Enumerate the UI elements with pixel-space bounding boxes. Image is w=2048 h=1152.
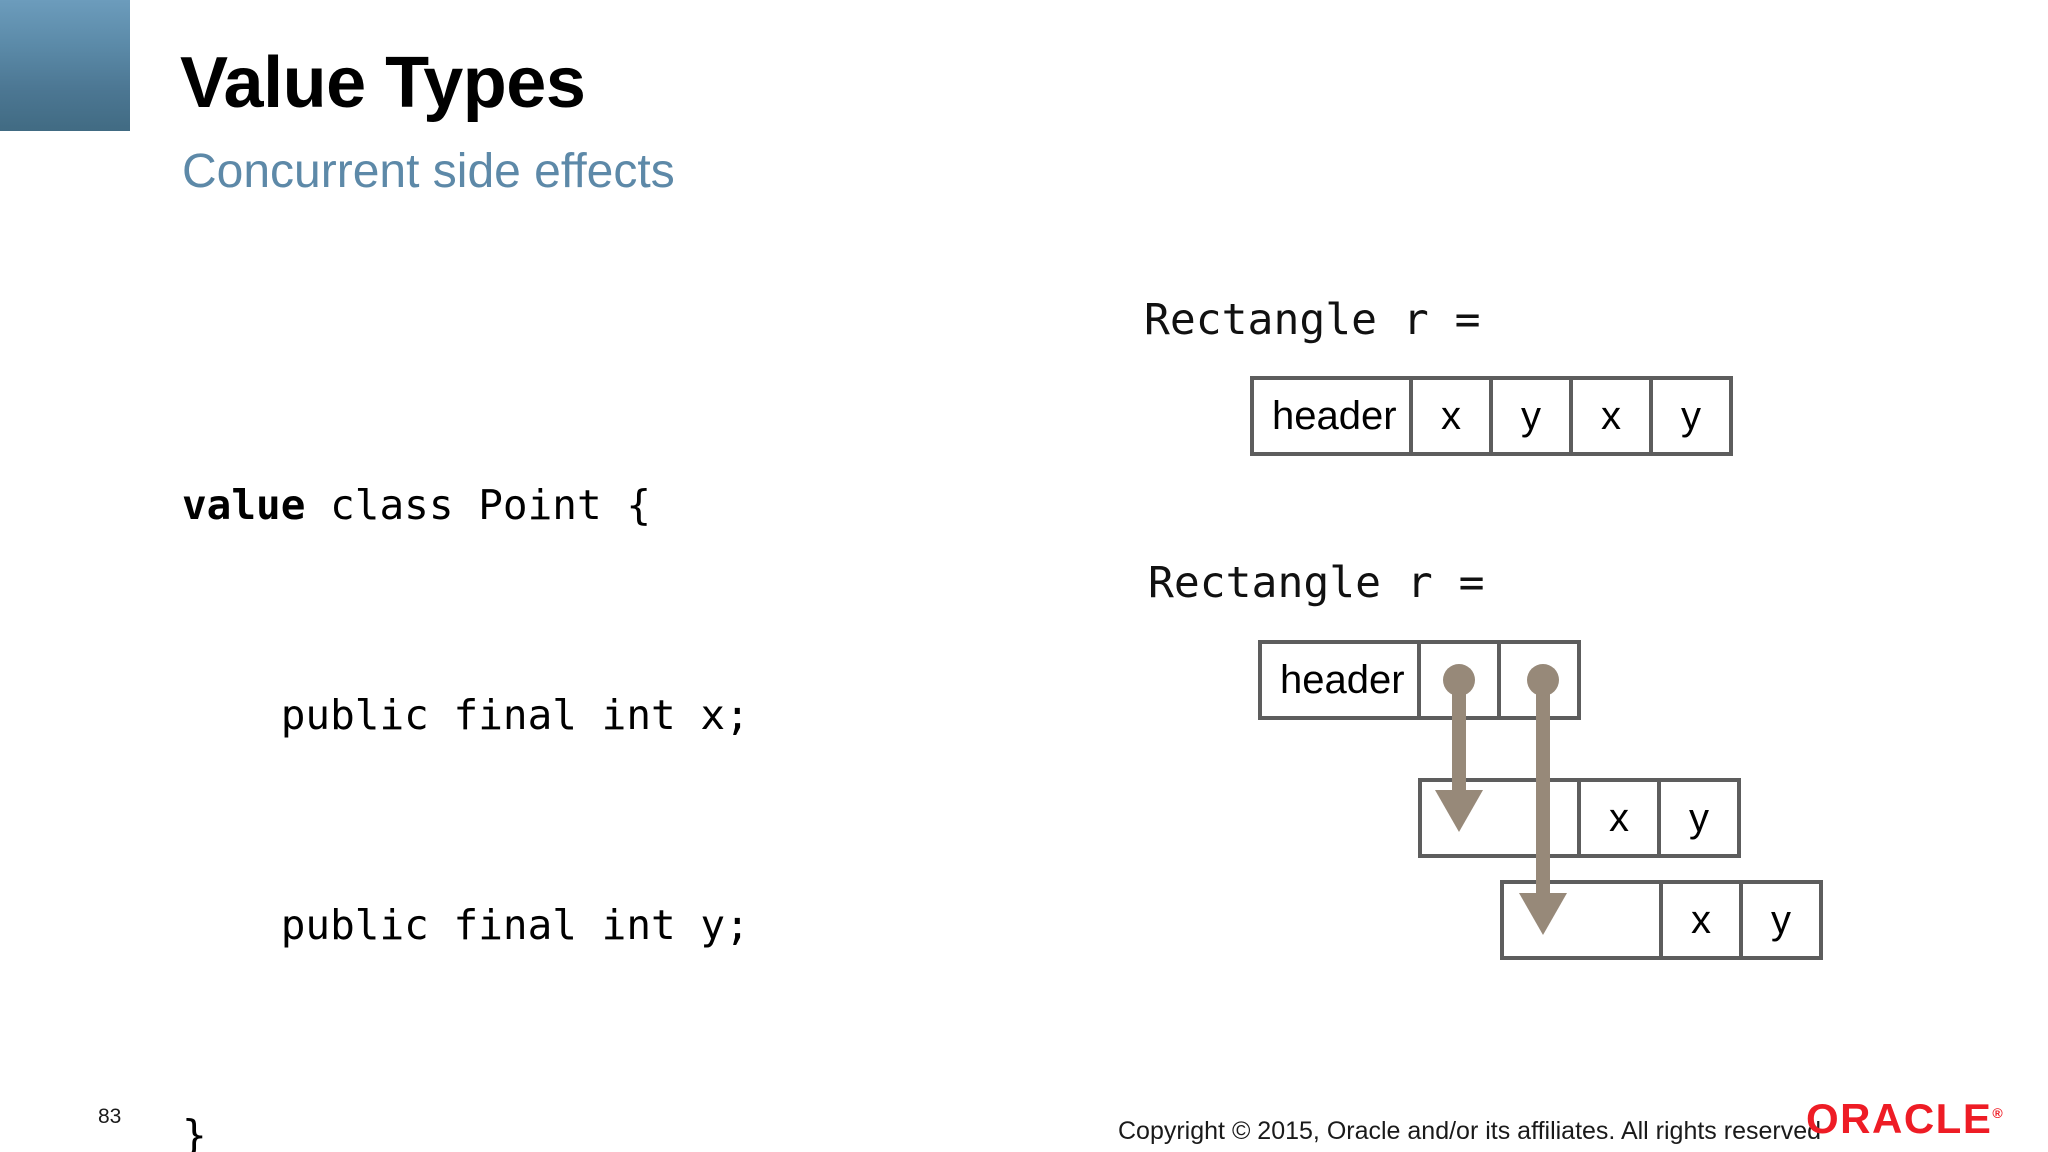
code-listing: value class Point { public final int x; … — [182, 330, 947, 1152]
memory-cell-header: header — [1250, 376, 1413, 456]
code-text: class Point { — [305, 481, 651, 529]
flattened-memory-row: header x y x y — [1250, 376, 1733, 456]
indirect-layout-label: Rectangle r = — [1148, 558, 1485, 608]
code-text: public final int x; — [182, 691, 750, 739]
memory-cell-x: x — [1659, 880, 1743, 960]
code-keyword: value — [182, 481, 306, 529]
memory-cell-y2: y — [1649, 376, 1733, 456]
memory-cell-y: y — [1657, 778, 1741, 858]
memory-cell-x2: x — [1569, 376, 1653, 456]
memory-cell-y1: y — [1489, 376, 1573, 456]
code-text: public final int y; — [182, 901, 750, 949]
memory-cell-pointer-corner1 — [1417, 640, 1501, 720]
pointer-arrow-corner2 — [1519, 664, 1567, 935]
page-number: 83 — [98, 1105, 122, 1128]
memory-cell-label: header — [1280, 657, 1405, 702]
code-line: public final int y; — [182, 890, 947, 960]
memory-cell-y: y — [1739, 880, 1823, 960]
memory-cell-object-header — [1418, 778, 1581, 858]
pointer-arrow-corner1 — [1435, 664, 1483, 832]
memory-cell-object-header — [1500, 880, 1663, 960]
page-title: Value Types — [180, 43, 586, 123]
code-line: public final int x; — [182, 680, 947, 750]
oracle-logo-text: ORACLE — [1806, 1095, 1993, 1142]
indirect-root-row: header — [1258, 640, 1581, 720]
memory-cell-x: x — [1577, 778, 1661, 858]
memory-cell-x1: x — [1409, 376, 1493, 456]
memory-cell-header: header — [1258, 640, 1421, 720]
page-subtitle: Concurrent side effects — [182, 145, 675, 198]
memory-cell-label: header — [1272, 393, 1397, 438]
registered-trademark-icon: ® — [1992, 1105, 2005, 1121]
code-line: } — [182, 1100, 947, 1152]
copyright-notice: Copyright © 2015, Oracle and/or its affi… — [1118, 1117, 1822, 1145]
decorative-corner-gradient — [0, 0, 130, 131]
code-text: } — [182, 1111, 207, 1152]
oracle-logo: ORACLE® — [1806, 1095, 2004, 1143]
code-line: value class Point { — [182, 470, 947, 540]
memory-cell-pointer-corner2 — [1497, 640, 1581, 720]
indirect-point1-row: x y — [1418, 778, 1741, 858]
indirect-point2-row: x y — [1500, 880, 1823, 960]
flattened-layout-label: Rectangle r = — [1144, 295, 1481, 345]
